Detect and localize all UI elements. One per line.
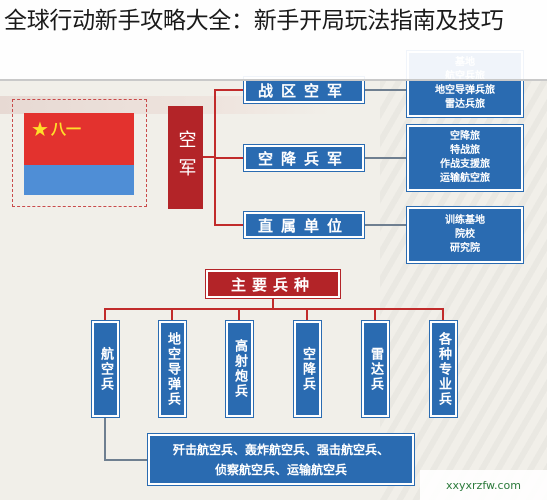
detail-item: 训练基地 bbox=[445, 215, 485, 226]
aviation-types-box: 歼击航空兵、轰炸航空兵、强击航空兵、 侦察航空兵、运输航空兵 bbox=[148, 434, 414, 485]
connector-line bbox=[364, 224, 406, 226]
connector-line bbox=[374, 308, 376, 322]
detail-item: 地空导弹兵旅 bbox=[435, 85, 495, 96]
connector-line bbox=[171, 308, 173, 322]
connector-line bbox=[238, 308, 240, 322]
flag-red-band bbox=[24, 113, 134, 165]
detail-item: 运输航空旅 bbox=[440, 173, 490, 184]
connector-line bbox=[104, 308, 106, 322]
flag-blue-band bbox=[24, 165, 134, 195]
unit-airborne: 空降兵 bbox=[294, 321, 321, 417]
watermark: xxyxrzfw.com bbox=[420, 470, 547, 500]
unit-aaa: 高射炮兵 bbox=[226, 321, 253, 417]
branch-direct-units: 直属单位 bbox=[244, 212, 364, 238]
branch-details-box: 空降旅 特战旅 作战支援旅 运输航空旅 bbox=[407, 125, 523, 191]
flag-emblem-text: 八一 bbox=[51, 120, 82, 138]
connector-line bbox=[104, 308, 444, 310]
connector-line bbox=[104, 459, 148, 461]
star-icon: ★ bbox=[31, 117, 49, 141]
main-types-box: 主要兵种 bbox=[206, 270, 340, 298]
branch-details-box: 训练基地 院校 研究院 bbox=[407, 207, 523, 263]
connector-line bbox=[203, 156, 215, 158]
branch-airborne-corps: 空降兵军 bbox=[244, 145, 364, 171]
connector-line bbox=[364, 157, 406, 159]
unit-sam: 地空导弹兵 bbox=[159, 321, 186, 417]
unit-radar: 雷达兵 bbox=[362, 321, 389, 417]
connector-line bbox=[364, 89, 406, 91]
connector-line bbox=[214, 224, 244, 226]
connector-line bbox=[272, 299, 274, 309]
detail-item: 空降旅 bbox=[450, 131, 480, 142]
detail-item: 雷达兵旅 bbox=[445, 99, 485, 110]
detail-item: 院校 bbox=[455, 229, 475, 240]
flag-frame bbox=[12, 99, 147, 207]
air-force-box: 空军 bbox=[168, 106, 203, 209]
detail-item: 特战旅 bbox=[450, 145, 480, 156]
unit-aviation: 航空兵 bbox=[92, 321, 119, 417]
detail-item: 研究院 bbox=[450, 243, 480, 254]
aviation-types-line: 歼击航空兵、轰炸航空兵、强击航空兵、 bbox=[172, 442, 389, 457]
detail-item: 作战支援旅 bbox=[440, 159, 490, 170]
divider bbox=[0, 79, 547, 81]
page-title: 全球行动新手攻略大全：新手开局玩法指南及技巧 bbox=[0, 0, 547, 80]
unit-specialist: 各种专业兵 bbox=[430, 321, 457, 417]
connector-line bbox=[442, 308, 444, 322]
aviation-types-line: 侦察航空兵、运输航空兵 bbox=[214, 462, 347, 477]
connector-line bbox=[214, 157, 244, 159]
connector-line bbox=[104, 416, 106, 461]
connector-line bbox=[214, 89, 244, 91]
connector-line bbox=[306, 308, 308, 322]
